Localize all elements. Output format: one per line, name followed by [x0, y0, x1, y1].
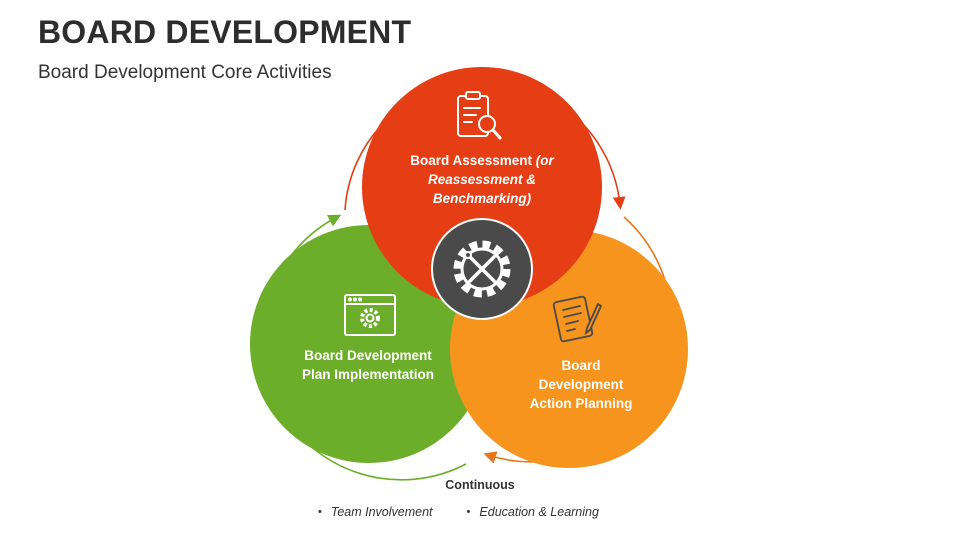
- circle-assessment: [362, 67, 602, 307]
- label-assessment-italic: (or Reassessment & Benchmarking): [427, 153, 554, 206]
- bullet-dot: •: [318, 506, 322, 518]
- clipboard-search-icon: [457, 91, 502, 140]
- bullet-text: Education & Learning: [479, 505, 599, 519]
- label-action-planning: Board Development Action Planning: [529, 358, 633, 411]
- bullet-text: Team Involvement: [330, 505, 433, 519]
- bullet-team-involvement: • Team Involvement: [318, 505, 433, 519]
- page-title: BOARD DEVELOPMENT: [38, 14, 412, 50]
- label-assessment: Board Assessment (or Reassessment & Benc…: [396, 151, 568, 208]
- page-subtitle: Board Development Core Activities: [38, 62, 332, 83]
- footer-bullets: • Team Involvement • Education & Learnin…: [318, 505, 599, 519]
- clipboard-pencil-icon: [552, 295, 603, 343]
- gear-tools-icon: [453, 240, 511, 298]
- label-implementation: Board Development Plan Implementation: [301, 348, 435, 382]
- bullet-education-learning: • Education & Learning: [467, 505, 599, 519]
- bullet-dot: •: [466, 506, 471, 518]
- label-assessment-bold: Board Assessment: [410, 153, 533, 168]
- browser-gear-icon: [344, 294, 396, 336]
- footer-title: Continuous: [445, 478, 515, 492]
